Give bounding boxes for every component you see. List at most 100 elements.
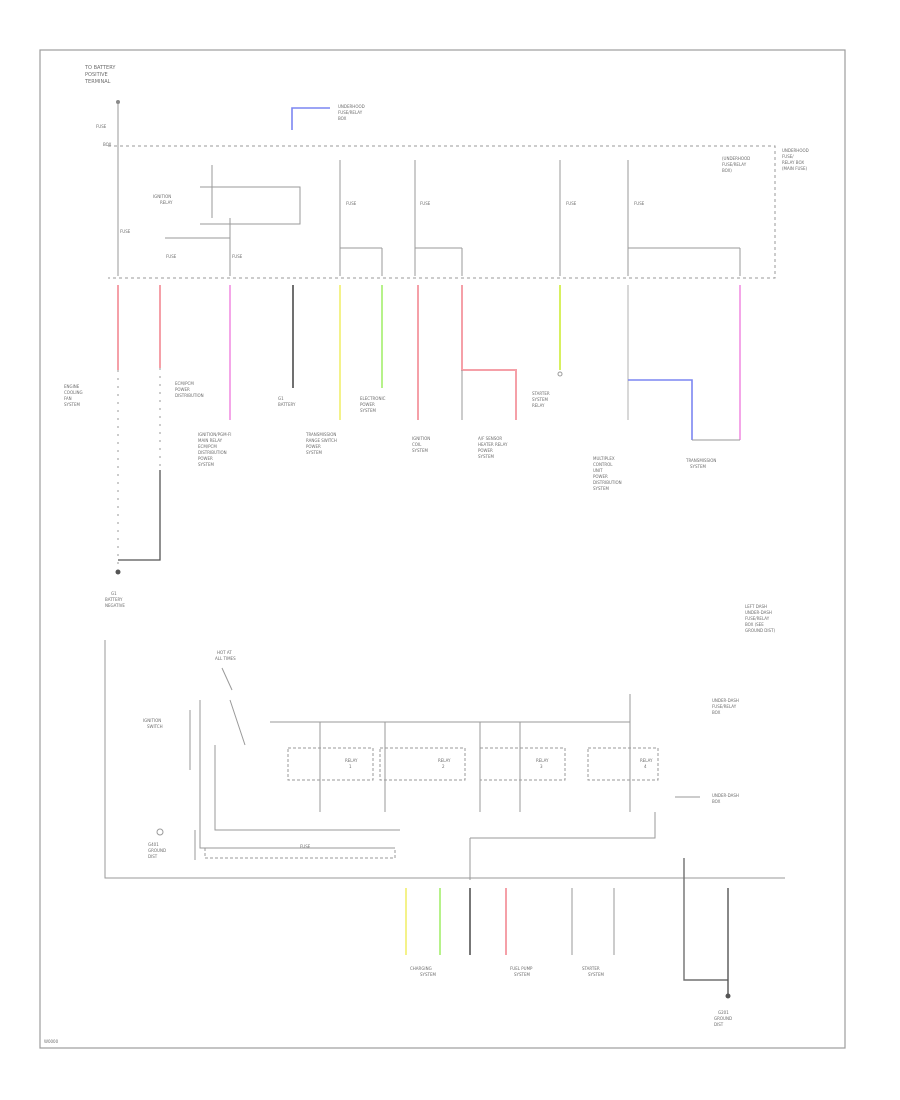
ground-g1 [115,569,121,575]
dest-4-l2: BATTERY [278,402,296,407]
left-ground-line-2: BATTERY [105,597,123,602]
battery-source-terminal [116,100,120,104]
ground-left-bottom: G401 GROUND DIST [148,828,166,859]
dest-9-l2: SYSTEM [532,397,548,402]
dest-10-l3: UNIT [593,468,603,473]
bottom-right-mid-l1: UNDER-DASH [712,793,739,798]
diagram-frame [39,49,846,1049]
relay-4-l2: 4 [644,764,647,769]
underhood2-line-2: FUSE/RELAY [722,162,747,167]
dest-1-l2: COOLING [64,390,83,395]
mid-right-l2: UNDER-DASH [745,610,772,615]
dest-3-l1: IGNITION/PGM-FI [198,432,231,437]
bottom-dest-2-l1: FUEL PUMP [510,966,533,971]
relay-2-l2: 2 [442,764,445,769]
dest-5-l4: SYSTEM [306,450,322,455]
dest-6-l3: SYSTEM [360,408,376,413]
ground-left-l1: G401 [148,842,159,847]
fuse-5-label: FUSE [120,229,131,234]
mid-right-l4: BOX (SEE [745,622,764,627]
bottom-dest-2-l2: SYSTEM [514,972,530,977]
dest-10-l5: DISTRIBUTION [593,480,622,485]
ignition-switch: HOT AT ALL TIMES IGNITION SWITCH FUSE [143,650,400,860]
wire-black-join [118,470,161,561]
top-destinations: ENGINE COOLING FAN SYSTEM ECM/PCM POWER … [64,371,716,491]
ground-left-l3: DIST [148,854,158,859]
bottom-dest-3-l2: SYSTEM [588,972,604,977]
fuse-6-label: FUSE [166,254,177,259]
fuse-4-label: FUSE [634,201,645,206]
bottom-dest-1-l1: CHARGING [410,966,432,971]
wire-red-4 [461,285,517,420]
bottom-ground-l1: G201 [718,1010,729,1015]
dest-2-l3: DISTRIBUTION [175,393,204,398]
ground-symbol-1 [557,371,563,377]
dest-10-l1: MULTIPLEX [593,456,615,461]
dest-4-l1: G1 [278,396,284,401]
bottom-dest-3-l1: STARTER [582,966,600,971]
dest-10-l4: POWER [593,474,608,479]
wire-blue-2 [628,379,693,440]
dest-5-l3: POWER [306,444,321,449]
battery-source: TO BATTERY POSITIVE TERMINAL FUSE BOX [84,65,120,276]
right-box-line-1: UNDERHOOD [782,148,809,153]
ground-g201 [725,993,731,999]
hot-at-all-l1: HOT AT [217,650,232,655]
dest-6-l1: ELECTRONIC [360,396,386,401]
ign-switch-l1: IGNITION [143,718,161,723]
underhood-line-1: UNDERHOOD [338,104,365,109]
ground-left-l2: GROUND [148,848,166,853]
fuse-3-label: FUSE [566,201,577,206]
bottom-relays: RELAY 1 RELAY 2 RELAY 3 RELAY 4 UNDER-DA… [270,694,739,880]
dest-8-l2: HEATER RELAY [478,442,508,447]
underhood2-line-1: (UNDERHOOD [722,156,750,161]
dest-2-l1: ECM/PCM [175,381,194,386]
dest-1-l3: FAN [64,396,72,401]
fuse-7-label: FUSE [232,254,243,259]
fuse-11-label: FUSE [346,201,357,206]
dest-1-l4: SYSTEM [64,402,80,407]
dest-2-l2: POWER [175,387,190,392]
underhood2-line-3: BOX) [722,168,732,173]
blue-wire-top [291,107,330,130]
relay-3-l2: 3 [540,764,543,769]
dest-6-l2: POWER [360,402,375,407]
ign-relay-line-2: RELAY [160,200,173,205]
bottom-fuse-label: FUSE [300,844,311,849]
top-fuse-label: FUSE [96,124,107,129]
fuse-2-label: FUSE [420,201,431,206]
dest-7-l2: COIL [412,442,422,447]
bottom-right-top-l3: BOX [712,710,721,715]
dest-7-l3: SYSTEM [412,448,428,453]
dest-1-l1: ENGINE [64,384,80,389]
ignition-relay: IGNITION RELAY [153,165,301,276]
right-box-line-2: FUSE/ [782,154,794,159]
mid-right-l1: LEFT DASH [745,604,767,609]
bottom-right-mid-l2: BOX [712,799,721,804]
underhood-line-2: FUSE/RELAY [338,110,363,115]
dest-11-l1: TRANSMISSION [685,458,716,463]
dest-10-l2: CONTROL [593,462,613,467]
left-ground-line-3: NEGATIVE [105,603,125,608]
underhood-box-outline [108,145,776,279]
dest-3-l3: ECM/PCM [198,444,217,449]
dest-3-l2: MAIN RELAY [198,438,223,443]
relay-1-l2: 1 [349,764,352,769]
relay-2-l1: RELAY [438,758,451,763]
mid-right-l5: GROUND DIST) [745,628,776,633]
right-box-line-4: (MAIN FUSE) [782,166,807,171]
relay-3-l1: RELAY [536,758,549,763]
dest-11-l2: SYSTEM [690,464,706,469]
underdash-box-outline [104,640,785,879]
underhood-connector: UNDERHOOD FUSE/RELAY BOX [291,104,365,130]
wire-ground-loop [683,858,728,981]
bottom-ground-l3: DIST [714,1022,724,1027]
mid-right-l3: FUSE/RELAY [745,616,770,621]
bottom-wires: CHARGING SYSTEM FUEL PUMP SYSTEM STARTER… [405,858,732,1027]
dest-8-l4: SYSTEM [478,454,494,459]
underhood-line-3: BOX [338,116,347,121]
dest-9-l1: STARTER [532,391,550,396]
dest-3-l4: DISTRIBUTION [198,450,227,455]
dest-3-l6: SYSTEM [198,462,214,467]
